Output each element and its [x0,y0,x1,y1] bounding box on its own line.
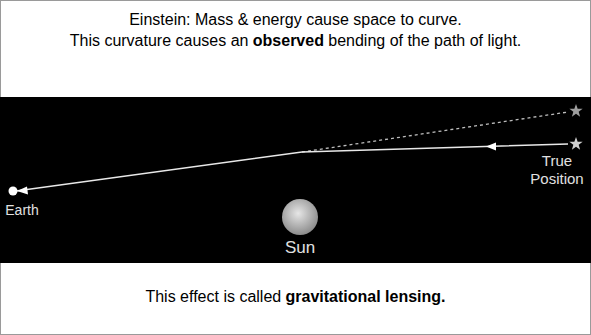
path-arrowhead [486,143,496,151]
light-path [16,144,568,191]
title: Einstein: Mass & energy cause space to c… [129,11,462,29]
subtitle-row: This curvature causes anobservedbending … [0,32,591,50]
apparent-star [569,104,582,117]
true-star [569,137,582,150]
true-position-label: True Position [527,152,587,188]
sun-circle [282,199,318,235]
earth-label: Earth [5,202,38,219]
note-text: bending of the path of light. [328,32,521,50]
title-row: Einstein: Mass & energy cause space to c… [0,11,591,29]
emphasis-text: gravitational lensing. [286,288,446,306]
sun-label: Sun [285,238,315,258]
caption-row: This effect is called gravitational lensi… [0,288,591,306]
path-arrowhead [17,187,28,195]
note-text: This effect is called [145,288,281,306]
space-band [0,97,591,263]
apparent-path [302,112,568,152]
earth-dot [9,187,18,196]
note-text: This curvature causes an [70,32,249,50]
emphasis-text: observed [253,32,324,50]
